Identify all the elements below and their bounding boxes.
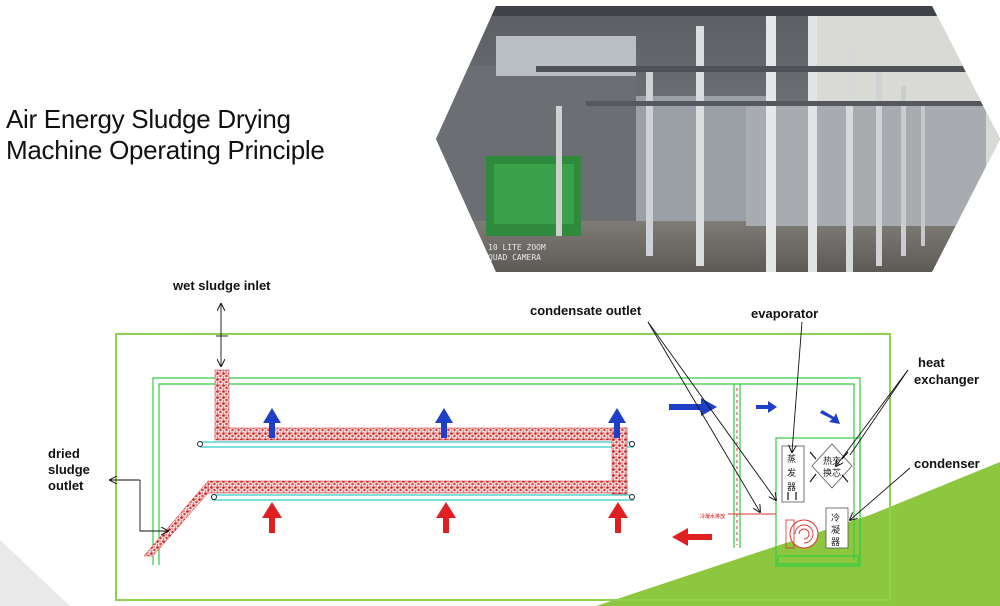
heat-pump-unit: 蒸 发 器 热交 换芯 冷 凝 器: [781, 443, 853, 549]
blue-arrow-up-3: [608, 408, 626, 438]
callout-exchanger-2: [836, 369, 909, 466]
label-dried-3: outlet: [48, 478, 84, 493]
exchanger-cn-2: 换芯: [823, 467, 841, 479]
page-title: Air Energy Sludge Drying Machine Operati…: [6, 104, 325, 166]
callout-evaporator: [792, 321, 803, 452]
blue-air-arrows: [263, 398, 840, 438]
callout-condensate-1: [647, 321, 760, 512]
blue-arrow-diag: [820, 410, 840, 424]
title-line-2: Machine Operating Principle: [6, 135, 325, 165]
green-corner-shape: [596, 462, 1000, 606]
unit-flow-arrows: [787, 451, 849, 500]
exchanger-cn-1: 热交: [823, 455, 841, 467]
red-arrow-up-3: [608, 502, 628, 533]
red-air-arrows: [262, 502, 712, 546]
blue-arrow-right-1: [669, 398, 717, 416]
label-dried-1: dried: [48, 446, 80, 461]
red-arrow-left: [672, 528, 712, 546]
condenser-cn-1: 冷: [831, 512, 840, 524]
label-wet-sludge-inlet: wet sludge inlet: [172, 278, 271, 293]
condenser-box: [825, 507, 849, 549]
red-arrow-up-2: [436, 502, 456, 533]
blue-arrow-up-2: [435, 408, 453, 438]
lower-belt: [211, 494, 635, 501]
callout-outlet: [139, 480, 168, 531]
air-duct: [152, 377, 861, 567]
red-arrow-up-1: [262, 502, 282, 533]
callout-condensate-2: [647, 321, 776, 500]
condenser-cn-2: 凝: [831, 525, 840, 536]
watermark-line-2: QUAD CAMERA: [488, 253, 541, 262]
evaporator-cn-3: 器: [787, 482, 796, 493]
label-exchanger: exchanger: [914, 372, 979, 387]
callout-condenser: [850, 467, 911, 520]
process-diagram: 蒸 发 器 热交 换芯 冷 凝 器 冷凝水排放: [48, 278, 980, 601]
label-condensate-outlet: condensate outlet: [530, 303, 642, 318]
upper-belt: [197, 441, 635, 448]
gray-corner-shape: [0, 540, 70, 606]
watermark-line-1: 10 LITE ZOOM: [488, 243, 546, 252]
machine-frame: [115, 333, 891, 601]
condensate-cn-label: 冷凝水排放: [700, 513, 725, 520]
evaporator-cn-1: 蒸: [787, 453, 796, 465]
factory-photo: 10 LITE ZOOM QUAD CAMERA: [436, 6, 1000, 272]
blue-arrow-right-2: [756, 401, 777, 413]
sludge-upper-layer: [214, 427, 628, 441]
label-evaporator: evaporator: [751, 306, 818, 321]
sludge-path: [143, 369, 628, 557]
title-line-1: Air Energy Sludge Drying: [6, 104, 291, 134]
evaporator-cn-2: 发: [787, 467, 796, 479]
sludge-lower-layer: [207, 480, 628, 494]
label-condenser: condenser: [914, 456, 980, 471]
fan: [785, 519, 819, 549]
label-heat: heat: [918, 355, 945, 370]
blue-arrow-up-1: [263, 408, 281, 438]
heat-exchanger-core: [811, 443, 853, 489]
label-dried-2: sludge: [48, 462, 90, 477]
condenser-cn-3: 器: [831, 537, 840, 548]
callout-lines: [110, 304, 911, 531]
callout-exchanger-1: [849, 369, 909, 456]
